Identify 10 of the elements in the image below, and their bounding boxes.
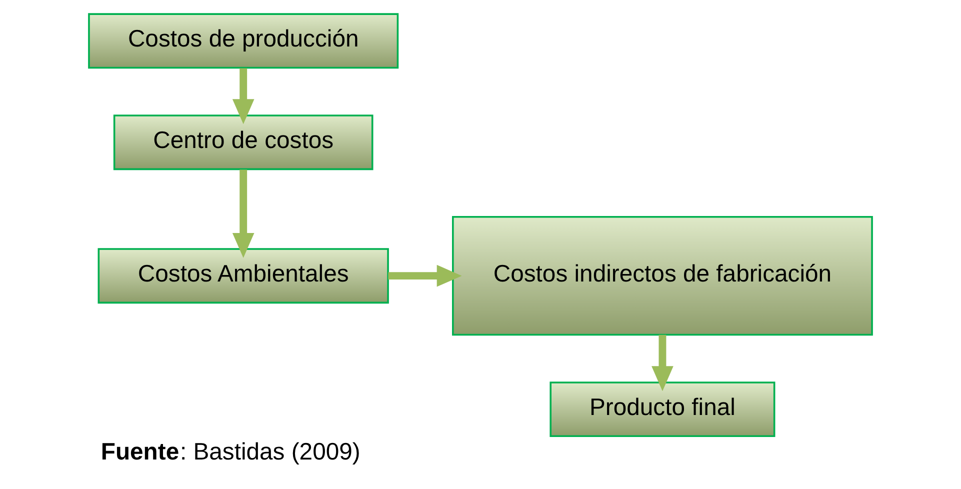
arrow xyxy=(232,68,254,124)
node-box: Producto final xyxy=(550,382,776,438)
node-box: Costos Ambientales xyxy=(98,248,389,304)
arrow xyxy=(652,334,674,392)
node-box: Costos indirectos de fabricación xyxy=(452,216,873,336)
arrow xyxy=(232,170,254,258)
caption: Fuente: Bastidas (2009) xyxy=(100,438,360,466)
node-box: Centro de costos xyxy=(113,114,374,170)
arrow xyxy=(388,264,462,287)
node-box: Costos de producción xyxy=(88,13,399,69)
